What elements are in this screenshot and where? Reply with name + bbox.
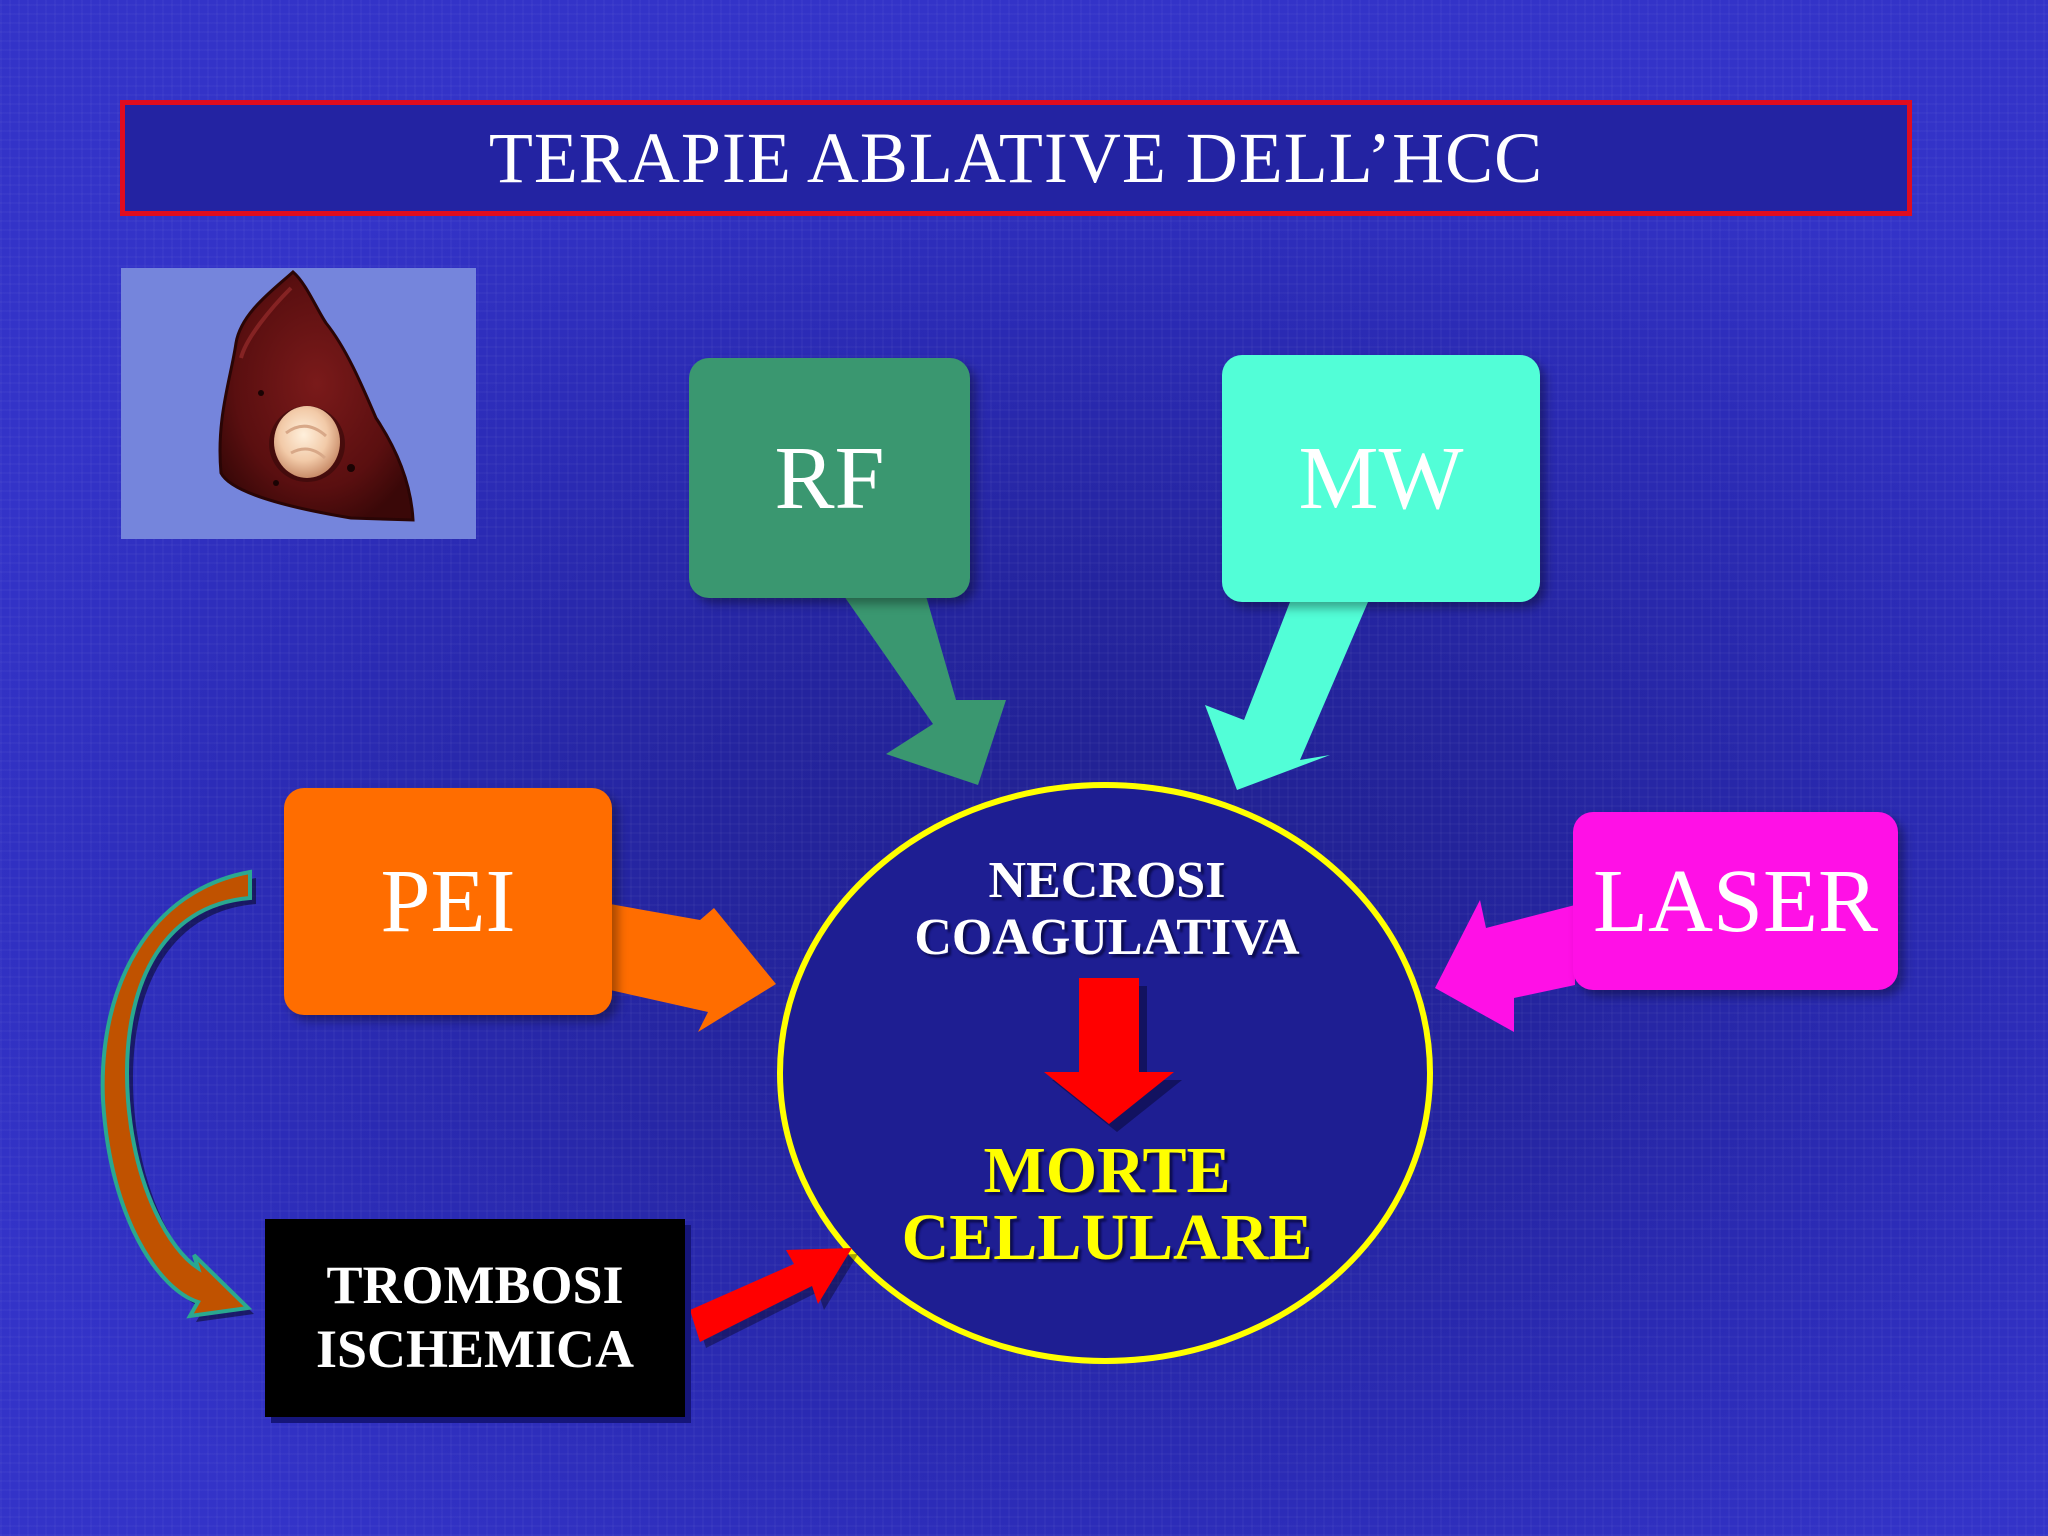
- trombosi-arrow: [690, 1248, 852, 1342]
- rf-box: RF: [689, 358, 970, 598]
- mw-arrow: [1205, 602, 1368, 790]
- curve-arrow-body: [100, 869, 253, 1319]
- pei-box: PEI: [284, 788, 612, 1015]
- necrosi-text: NECROSI COAGULATIVA: [842, 852, 1372, 966]
- liver-icon: [218, 270, 415, 522]
- mw-label: MW: [1298, 429, 1464, 528]
- morte-line1: MORTE: [983, 1134, 1231, 1207]
- liver-specimen-photo: [121, 268, 476, 539]
- pei-arrow: [610, 904, 776, 1032]
- morte-text: MORTE CELLULARE: [842, 1137, 1372, 1272]
- laser-arrow: [1435, 900, 1575, 1032]
- morte-line2: CELLULARE: [901, 1201, 1313, 1275]
- title-box: TERAPIE ABLATIVE DELL’HCC: [120, 100, 1912, 216]
- trombosi-line2: ISCHEMICA: [315, 1319, 635, 1379]
- down-arrow: [1044, 978, 1174, 1124]
- laser-label: LASER: [1592, 851, 1879, 951]
- pei-label: PEI: [380, 852, 516, 951]
- laser-box: LASER: [1573, 812, 1898, 990]
- necrosi-line1: NECROSI: [988, 852, 1226, 909]
- slide-title: TERAPIE ABLATIVE DELL’HCC: [488, 117, 1544, 198]
- rf-arrow: [844, 596, 1006, 785]
- necrosi-line2: COAGULATIVA: [914, 909, 1300, 967]
- mw-box: MW: [1222, 355, 1540, 602]
- trombosi-box: TROMBOSI ISCHEMICA: [265, 1219, 685, 1417]
- trombosi-line1: TROMBOSI: [326, 1255, 624, 1316]
- rf-label: RF: [774, 428, 885, 528]
